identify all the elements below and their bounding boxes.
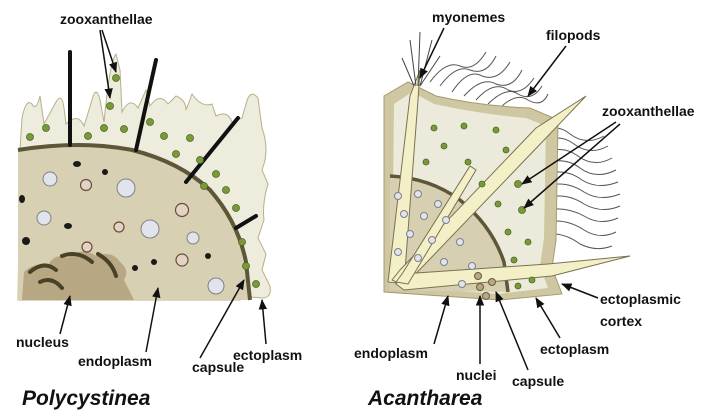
title-polycystinea: Polycystinea <box>22 387 151 410</box>
polycystinea-spines <box>68 50 258 230</box>
polycystinea-annotations: zooxanthellae nucleus endoplasm capsule … <box>16 11 302 410</box>
polycystinea-nucleus <box>22 251 134 300</box>
polycystinea-granules <box>79 178 190 267</box>
label-ectoplasm-poly: ectoplasm <box>233 347 302 363</box>
label-myonemes: myonemes <box>432 9 505 25</box>
label-zooxanthellae-poly: zooxanthellae <box>60 11 153 27</box>
acantharea-spines <box>387 69 631 291</box>
label-nuclei: nuclei <box>456 367 496 383</box>
label-ectoplasmic-line2: cortex <box>600 313 642 329</box>
label-endoplasm-acan: endoplasm <box>354 345 428 361</box>
acantharea-vacuoles <box>394 190 476 288</box>
title-acantharea: Acantharea <box>367 387 483 410</box>
label-ectoplasmic-line1: ectoplasmic <box>600 291 681 307</box>
acantharea-nuclei <box>474 272 496 300</box>
label-capsule-poly: capsule <box>192 359 244 375</box>
polycystinea-cell <box>17 50 271 301</box>
polycystinea-zooxanthellae <box>26 74 260 288</box>
acantharea-capsule-wall <box>389 174 510 293</box>
label-ectoplasm-acan: ectoplasm <box>540 341 609 357</box>
polycystinea-dark-bodies <box>19 161 211 271</box>
acantharea-myonemes <box>401 31 441 87</box>
label-zooxanthellae-acan: zooxanthellae <box>602 103 695 119</box>
acantharea-annotations: myonemes filopods zooxanthellae ectoplas… <box>354 9 695 410</box>
label-endoplasm-poly: endoplasm <box>78 353 152 369</box>
label-capsule-acan: capsule <box>512 373 564 389</box>
polycystinea-vacuoles <box>36 171 225 295</box>
label-filopods: filopods <box>546 27 601 43</box>
label-nucleus-poly: nucleus <box>16 334 69 350</box>
nucleus-dark-bands <box>28 252 118 290</box>
acantharea-cell <box>383 31 631 301</box>
